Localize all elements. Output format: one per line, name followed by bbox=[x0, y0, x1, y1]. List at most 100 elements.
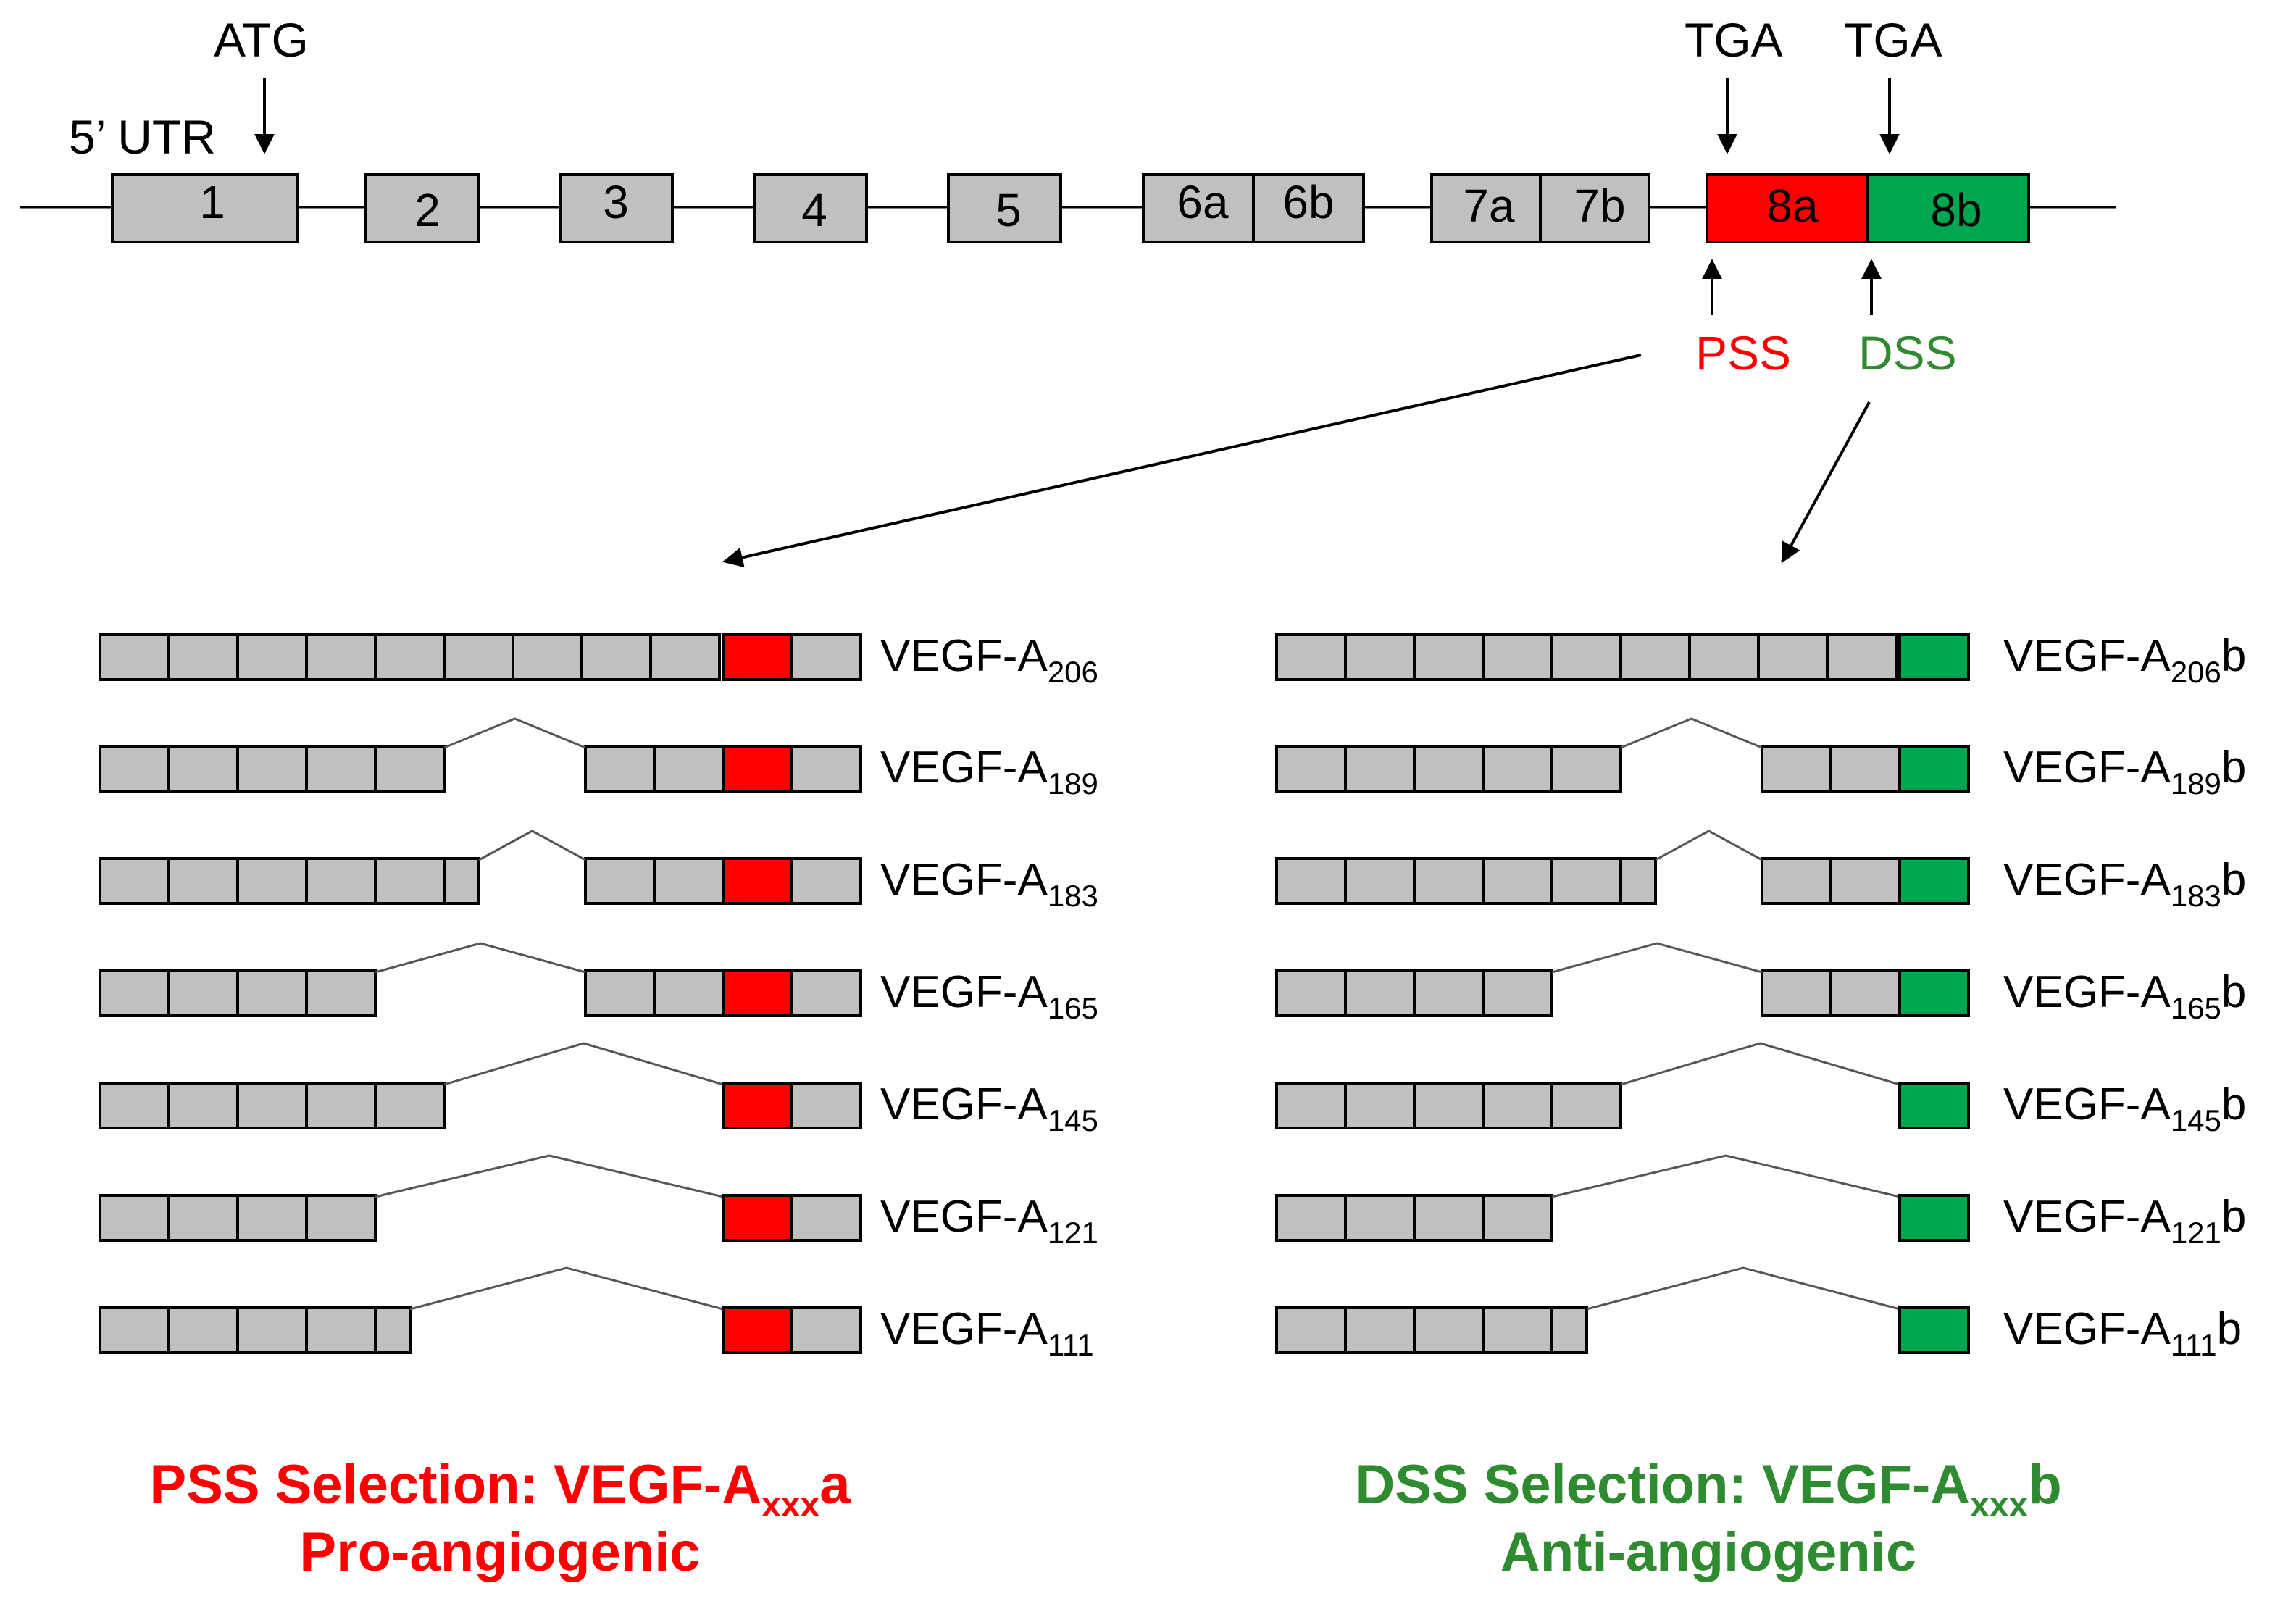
gene-structure: 1 2 3 4 5 6a 6b 7a 7b 8a 8b ATG 5’ UTR T… bbox=[20, 13, 2116, 568]
exon-segment bbox=[790, 745, 862, 793]
isoform-row: VEGF-A189 bbox=[99, 717, 1098, 801]
isoform-row: VEGF-A165 bbox=[99, 942, 1098, 1025]
exon-segment bbox=[99, 969, 170, 1017]
isoforms-b-family: VEGF-A206bVEGF-A189bVEGF-A183bVEGF-A165b… bbox=[1275, 631, 2246, 1362]
exon-8a-segment bbox=[722, 857, 793, 905]
exon-segment bbox=[236, 745, 308, 793]
isoform-label: VEGF-A111b bbox=[2003, 1304, 2242, 1362]
exon-segment bbox=[1275, 969, 1347, 1017]
exon-segment bbox=[374, 1306, 412, 1354]
exon-segment bbox=[1826, 633, 1898, 681]
exon-segment bbox=[99, 1082, 170, 1129]
exon-segment bbox=[305, 969, 377, 1017]
exon-8a-segment bbox=[722, 1082, 793, 1129]
exon-segment bbox=[1275, 857, 1347, 905]
isoform-label: VEGF-A189b bbox=[2003, 743, 2246, 801]
splice-connector bbox=[375, 1154, 724, 1198]
exon-segment bbox=[236, 857, 308, 905]
splice-connector bbox=[1620, 717, 1763, 749]
exon-8b-segment bbox=[1898, 1306, 1970, 1354]
exon-8b-segment bbox=[1898, 1082, 1970, 1129]
exon-segment bbox=[167, 1082, 239, 1129]
exon-segment bbox=[1413, 1194, 1485, 1242]
isoform-label: VEGF-A206 bbox=[880, 631, 1098, 689]
dss-label: DSS bbox=[1858, 326, 1957, 380]
exon-segment bbox=[1761, 745, 1832, 793]
exon-4-box bbox=[753, 173, 868, 243]
exon-segment bbox=[1550, 745, 1622, 793]
exon-segment bbox=[236, 1306, 308, 1354]
pss-caption-line2: Pro-angiogenic bbox=[299, 1521, 700, 1583]
splice-connector bbox=[443, 1042, 724, 1086]
exon-segment bbox=[1829, 857, 1901, 905]
exon-segment bbox=[374, 1082, 446, 1129]
dss-caption-line1: DSS Selection: VEGF-Axxxb bbox=[1355, 1454, 2061, 1524]
pss-to-isoforms-arrow bbox=[722, 354, 1642, 568]
isoform-label: VEGF-A206b bbox=[2003, 631, 2246, 689]
exon-segment bbox=[1761, 969, 1832, 1017]
exon-segment bbox=[236, 1194, 308, 1242]
exon-segment bbox=[649, 633, 721, 681]
exon-segment bbox=[653, 857, 725, 905]
exon-segment bbox=[1275, 1306, 1347, 1354]
exon-segment bbox=[374, 633, 446, 681]
exon-segment bbox=[790, 1306, 862, 1354]
exon-segment bbox=[236, 969, 308, 1017]
exon-segment bbox=[1413, 1306, 1485, 1354]
exon-segment bbox=[512, 633, 583, 681]
exon-segment bbox=[99, 633, 170, 681]
splice-connector bbox=[478, 830, 586, 861]
dss-to-isoforms-arrow bbox=[1781, 401, 1871, 564]
exon-segment bbox=[1344, 969, 1416, 1017]
exon-segment bbox=[790, 1194, 862, 1242]
exon-4-label: 4 bbox=[801, 184, 827, 236]
exon-segment bbox=[790, 857, 862, 905]
isoform-row: VEGF-A111 bbox=[99, 1266, 1094, 1362]
exon-segment bbox=[1757, 633, 1829, 681]
exon-segment bbox=[580, 633, 652, 681]
isoforms-a-family: VEGF-A206VEGF-A189VEGF-A183VEGF-A165VEGF… bbox=[99, 631, 1098, 1362]
exon-segment bbox=[1482, 633, 1553, 681]
exon-segment bbox=[1344, 1306, 1416, 1354]
exon-segment bbox=[443, 633, 514, 681]
exon-segment bbox=[1275, 1082, 1347, 1129]
exon-8a-label: 8a bbox=[1766, 180, 1819, 232]
exon-5-box bbox=[947, 173, 1062, 243]
isoform-label: VEGF-A145 bbox=[880, 1079, 1098, 1137]
exon-segment bbox=[374, 745, 446, 793]
isoform-row: VEGF-A206 bbox=[99, 631, 1098, 689]
exon-8a-box bbox=[1706, 173, 1869, 243]
exon-segment bbox=[1482, 857, 1553, 905]
isoform-label: VEGF-A121b bbox=[2003, 1192, 2246, 1250]
isoform-label: VEGF-A165 bbox=[880, 967, 1098, 1025]
exon-segment bbox=[305, 857, 377, 905]
exon-segment bbox=[1482, 1082, 1553, 1129]
exon-segment bbox=[790, 1082, 862, 1129]
exon-segment bbox=[1413, 857, 1485, 905]
exon-8a-segment bbox=[722, 969, 793, 1017]
isoform-row: VEGF-A121 bbox=[99, 1154, 1098, 1250]
exon-7a-label: 7a bbox=[1463, 180, 1515, 232]
exon-segment bbox=[167, 969, 239, 1017]
exon-segment bbox=[167, 633, 239, 681]
exon-1-label: 1 bbox=[199, 176, 225, 228]
exon-segment bbox=[305, 1306, 377, 1354]
isoform-label: VEGF-A183b bbox=[2003, 855, 2246, 913]
splice-connector bbox=[375, 942, 586, 974]
exon-segment bbox=[584, 857, 656, 905]
exon-segment bbox=[167, 1194, 239, 1242]
exon-8a-segment bbox=[722, 1306, 793, 1354]
exon-segment bbox=[1482, 969, 1553, 1017]
splice-connector bbox=[1586, 1266, 1900, 1311]
exon-segment bbox=[790, 633, 862, 681]
exon-segment bbox=[1482, 1306, 1553, 1354]
exon-7b-label: 7b bbox=[1574, 180, 1625, 232]
splice-connector bbox=[1655, 830, 1763, 861]
exon-segment bbox=[1619, 633, 1691, 681]
exon-8a-segment bbox=[722, 1194, 793, 1242]
exon-6b-label: 6b bbox=[1282, 176, 1334, 228]
splice-connector bbox=[1620, 1042, 1900, 1086]
isoform-label: VEGF-A189 bbox=[880, 743, 1098, 801]
exon-segment bbox=[236, 1082, 308, 1129]
